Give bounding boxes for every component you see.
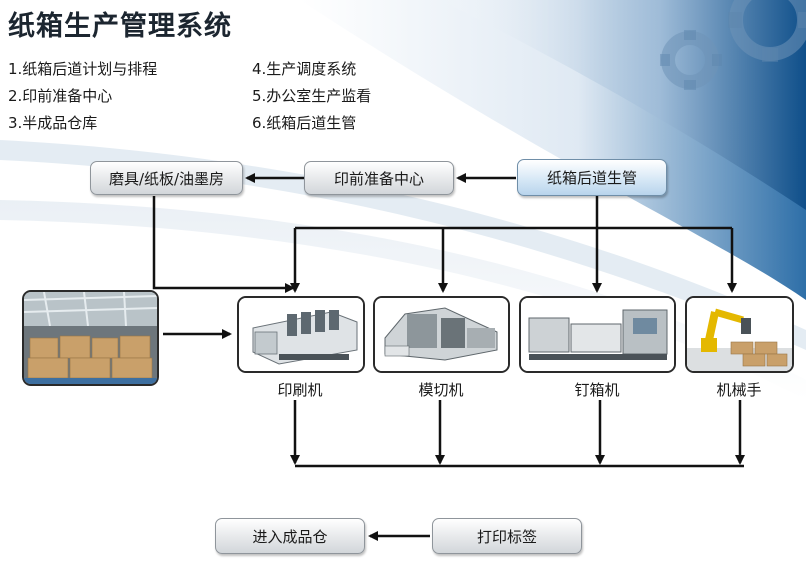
robot-arm-label: 机械手 [716,381,762,399]
printing-press-label: 印刷机 [277,381,323,399]
postpress-box: 纸箱后道生管 [517,159,667,196]
page-title: 纸箱生产管理系统 [8,11,232,42]
menu-item-6: 6.纸箱后道生管 [252,114,357,132]
printing-press-image [237,296,365,373]
prepress-box: 印前准备中心 [304,161,454,195]
die-cutter-label: 模切机 [418,381,464,399]
menu-item-2: 2.印前准备中心 [8,87,113,105]
menu-item-3: 3.半成品仓库 [8,114,98,132]
menu-item-5: 5.办公室生产监看 [252,87,372,105]
print-label-box: 打印标签 [432,518,582,554]
box-stitcher-label: 钉箱机 [574,381,620,399]
arrow-molds-to-printer [152,196,295,293]
warehouse-entry-box: 进入成品仓 [215,518,365,554]
die-cutter-image [373,296,510,373]
robot-arm-image [685,296,794,373]
box-stitcher-image [519,296,676,373]
menu-item-1: 1.纸箱后道计划与排程 [8,60,158,78]
molds-box: 磨具/纸板/油墨房 [90,161,243,195]
warehouse-photo [22,290,159,386]
menu-item-4: 4.生产调度系统 [252,60,357,78]
